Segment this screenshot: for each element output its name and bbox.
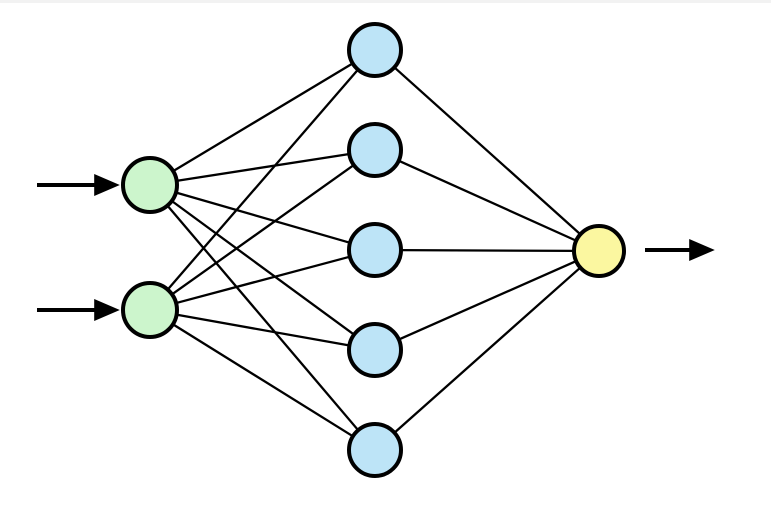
node-group (121, 22, 626, 478)
edge-in-2-to-hid-5 (171, 322, 355, 438)
arrow-group (37, 174, 715, 321)
canvas-top-edge-tint (0, 0, 771, 3)
edge-hid-5-to-out-1 (392, 266, 582, 435)
node-hid-2[interactable] (347, 122, 403, 178)
edge-in-2-to-hid-4 (175, 313, 351, 347)
node-hid-4[interactable] (347, 322, 403, 378)
edge-group (165, 61, 582, 438)
node-in-2[interactable] (121, 281, 179, 339)
node-circle-hid-5[interactable] (347, 422, 403, 478)
edge-in-2-to-hid-2 (170, 163, 356, 296)
node-circle-hid-1[interactable] (347, 22, 403, 78)
node-hid-5[interactable] (347, 422, 403, 478)
edge-in-1-to-hid-2 (175, 152, 351, 183)
node-hid-3[interactable] (347, 222, 403, 278)
edge-hid-2-to-out-1 (397, 159, 578, 243)
node-in-1[interactable] (121, 156, 179, 214)
edge-in-1-to-hid-5 (165, 204, 360, 432)
node-circle-in-1[interactable] (121, 156, 179, 214)
node-circle-in-2[interactable] (121, 281, 179, 339)
edge-in-2-to-hid-3 (174, 255, 352, 305)
node-out-1[interactable] (572, 224, 626, 278)
edge-in-1-to-hid-4 (170, 199, 356, 337)
edge-hid-3-to-out-1 (399, 248, 576, 253)
node-circle-out-1[interactable] (572, 224, 626, 278)
node-circle-hid-3[interactable] (347, 222, 403, 278)
node-circle-hid-4[interactable] (347, 322, 403, 378)
edge-hid-4-to-out-1 (397, 259, 578, 341)
edge-hid-1-to-out-1 (392, 65, 582, 236)
edge-in-1-to-hid-1 (171, 61, 355, 173)
node-hid-1[interactable] (347, 22, 403, 78)
edge-in-2-to-hid-1 (166, 68, 360, 292)
edge-in-1-to-hid-3 (174, 191, 352, 245)
node-circle-hid-2[interactable] (347, 122, 403, 178)
